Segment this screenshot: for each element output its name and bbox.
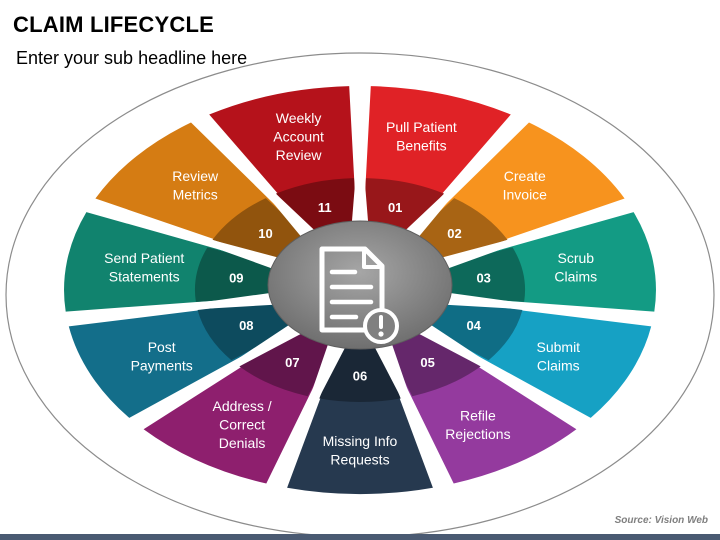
page-title: CLAIM LIFECYCLE	[13, 12, 214, 37]
step-number-10: 10	[258, 226, 272, 241]
source-note: Source: Vision Web	[614, 515, 708, 526]
segment-06	[287, 346, 433, 494]
star-point	[291, 341, 347, 452]
segment-inner-03	[435, 247, 526, 302]
star-point	[437, 291, 602, 314]
step-number-07: 07	[285, 355, 299, 370]
star-point	[138, 220, 292, 273]
star-point	[373, 341, 429, 452]
star-point	[175, 321, 306, 400]
star-point	[350, 122, 370, 235]
star-point	[228, 148, 325, 247]
step-number-08: 08	[239, 318, 253, 333]
step-number-03: 03	[476, 270, 490, 285]
step-number-05: 05	[420, 355, 434, 370]
footer-bar	[0, 534, 720, 540]
segment-inner-05	[386, 329, 481, 397]
segment-inner-04	[423, 300, 523, 361]
step-number-11: 11	[318, 200, 332, 215]
step-number-04: 04	[466, 318, 481, 333]
document-alert-icon	[319, 246, 399, 344]
step-number-09: 09	[229, 270, 243, 285]
star-point	[118, 291, 283, 314]
step-number-06: 06	[353, 369, 367, 384]
segment-inner-08	[197, 300, 297, 361]
star-point	[395, 148, 492, 247]
step-number-02: 02	[447, 226, 461, 241]
page-subtitle: Enter your sub headline here	[16, 48, 248, 68]
step-number-01: 01	[388, 200, 402, 215]
star-point	[428, 220, 582, 273]
star-point	[414, 321, 545, 400]
segment-inner-09	[194, 247, 285, 302]
segment-inner-07	[239, 329, 334, 397]
segment-inner-06	[319, 346, 401, 402]
